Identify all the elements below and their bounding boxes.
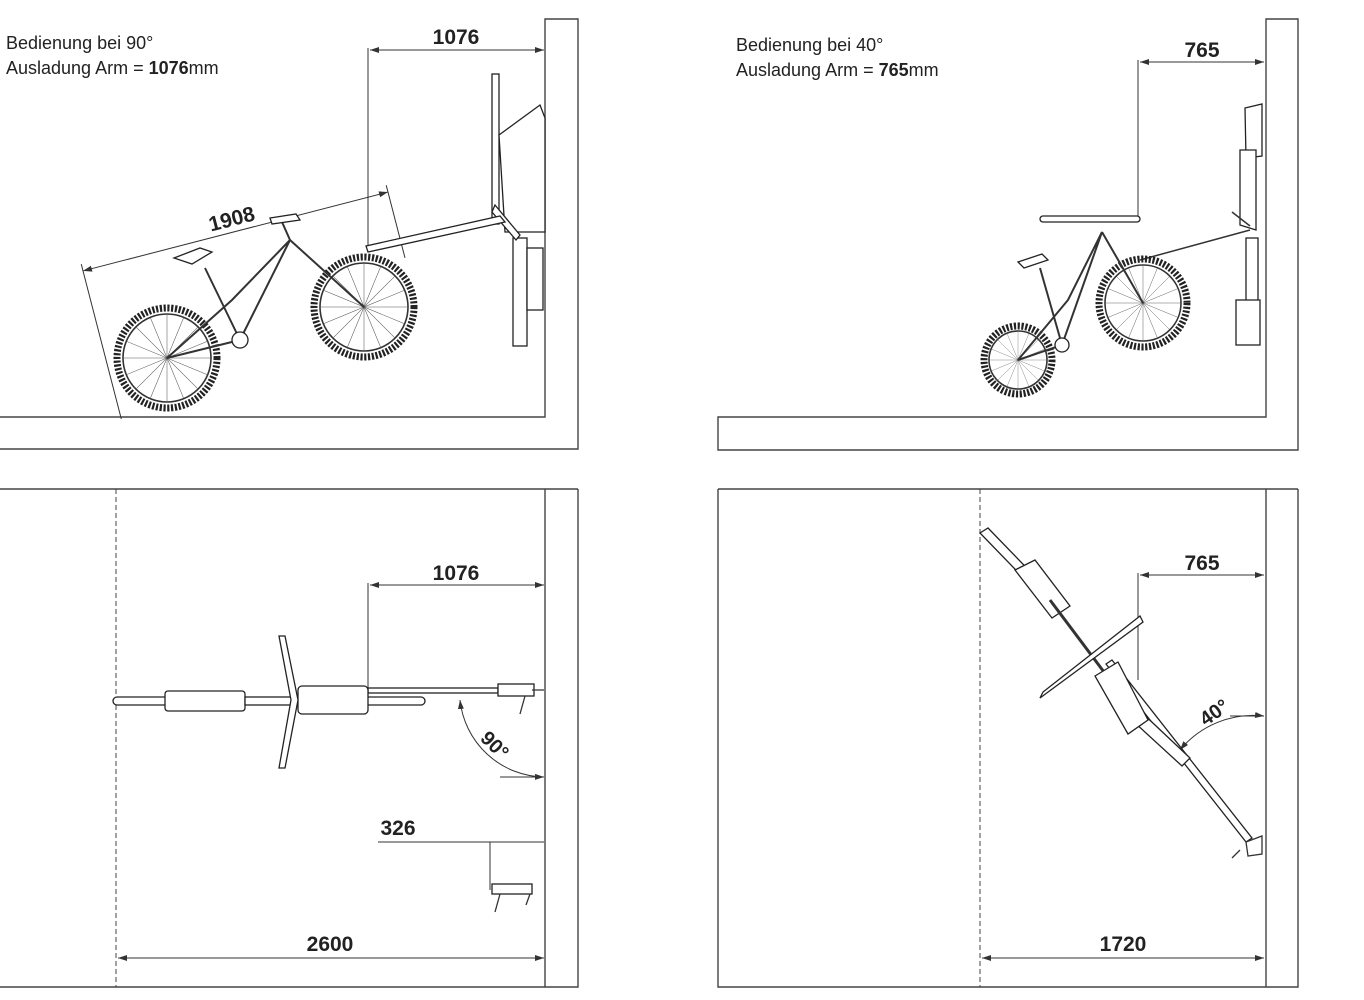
wall-outline-40 [717,18,1299,451]
dim-reach-top-90: 1076 [433,562,480,585]
swing-arm [365,215,507,253]
note-40: Bedienung bei 40° Ausladung Arm = 765mm [736,33,939,83]
panel-side-40: 765 [717,18,1299,451]
handlebar-top [278,635,299,769]
panel-side-90: 1076 1908 [0,18,579,450]
top-tube-top-40 [1048,599,1112,681]
note-90-line2: Ausladung Arm = 1076mm [6,58,219,78]
arm-head-top-90 [497,683,535,697]
folded-arm [491,883,533,895]
dim-reach-90: 1076 [433,26,480,49]
bike-top-90 [112,635,426,769]
rear-frame-top-40 [1014,559,1071,619]
folded-bracket [494,893,531,913]
saddle [172,247,214,265]
front-tire [310,253,418,361]
dim-wall-offset: 326 [380,817,415,840]
wall-hinge-top-40 [1231,835,1263,859]
wall-post-40 [1239,149,1257,231]
wall-bracket [498,103,546,233]
angle-label-90: 90° [476,727,513,764]
rear-frame-top [164,690,246,712]
handlebar-top-40 [1039,614,1144,699]
wall-hinge-top-90 [519,689,544,715]
wall-outline-top-90 [0,488,579,988]
panel-top-90: 1076 90° 326 2600 [0,488,579,988]
arm-joint [491,203,521,242]
angle-label-40: 40° [1196,695,1233,730]
dim-bike-length: 1908 [206,202,257,236]
dim-depth-40: 1720 [1100,933,1147,956]
wall-rail [491,73,500,225]
dim-depth-90: 2600 [307,933,354,956]
lower-mount-plate [526,247,544,311]
dim-ext-right [385,185,406,259]
dim-reach-40: 765 [1184,39,1219,62]
fork-top-40 [1094,661,1149,735]
dim-reach-top-40: 765 [1184,552,1219,575]
wall-bracket-40 [1244,103,1263,159]
lower-mount [512,237,528,347]
swing-arm-40 [1139,211,1251,261]
handlebar [269,213,302,225]
rear-tire-40 [980,322,1056,398]
dim-line-bike [82,191,389,272]
arm-top-90 [367,687,499,694]
bike-side-40 [980,215,1191,398]
note-90: Bedienung bei 90° Ausladung Arm = 1076mm [6,31,219,81]
saddle-40 [1016,253,1050,269]
bike-top-40 [978,527,1191,767]
bike-side-90 [113,213,418,412]
front-tire-40 [1095,255,1191,351]
dim-ext-left [80,264,122,420]
fork-top [297,685,369,715]
wall-outline-top-40 [717,488,1299,988]
chainring [231,331,249,349]
angle-arc-40 [1179,712,1265,751]
handlebar-40 [1039,215,1141,223]
chainring-40 [1054,337,1070,353]
lower-mount-40 [1245,237,1259,311]
note-40-line1: Bedienung bei 40° [736,35,884,55]
note-40-line2: Ausladung Arm = 765mm [736,60,939,80]
panel-top-40: 765 40° 1720 [717,488,1299,988]
wall-outline [0,18,579,450]
note-90-line1: Bedienung bei 90° [6,33,154,53]
angle-arc-90 [457,699,545,780]
rear-tire [113,304,221,412]
lower-mount-plate-40 [1235,299,1261,346]
bike-frame [166,221,365,359]
